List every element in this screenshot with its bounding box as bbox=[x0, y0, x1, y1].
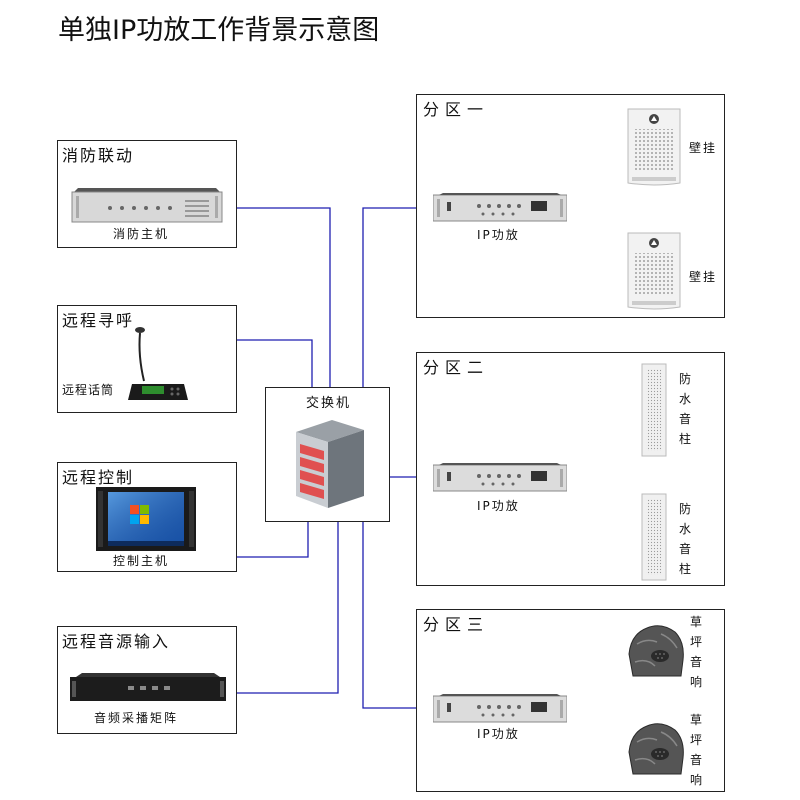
source-title: 远程控制 bbox=[62, 468, 135, 487]
wire-audio-to-switch bbox=[237, 522, 339, 694]
page-title: 单独IP功放工作背景示意图 bbox=[58, 15, 380, 46]
source-fire-linkage: 消防联动 消防主机 bbox=[57, 140, 237, 248]
source-caption: 消防主机 bbox=[113, 227, 170, 241]
source-remote-audio-input: 远程音源输入 音频采播矩阵 bbox=[57, 626, 237, 734]
source-title: 远程音源输入 bbox=[62, 632, 171, 651]
wire-paging-to-switch bbox=[237, 339, 313, 387]
speaker-label: 防水音柱 bbox=[678, 502, 691, 576]
source-caption: 控制主机 bbox=[113, 554, 170, 568]
amp-label: IP功放 bbox=[477, 228, 520, 242]
ip-amplifier-icon bbox=[433, 463, 567, 492]
column-speaker-icon bbox=[641, 363, 667, 457]
speaker-label: 草坪音响 bbox=[689, 615, 702, 689]
amp-label: IP功放 bbox=[477, 727, 520, 741]
paging-microphone-icon bbox=[128, 327, 188, 400]
lawn-speaker-icon bbox=[628, 625, 684, 677]
wall-speaker-icon bbox=[627, 232, 681, 310]
switch-label: 交换机 bbox=[306, 396, 352, 411]
wire-fire-to-switch bbox=[237, 207, 331, 387]
wire-control-to-switch bbox=[237, 522, 309, 558]
zone-title: 分区三 bbox=[423, 615, 490, 634]
speaker-label: 壁挂 bbox=[689, 141, 718, 155]
speaker-label: 防水音柱 bbox=[678, 372, 691, 446]
audio-matrix-device-icon bbox=[70, 673, 226, 701]
zone-3-panel: 分区三 IP功放 草坪音响 草坪音响 bbox=[416, 609, 725, 792]
ip-amplifier-icon bbox=[433, 193, 567, 222]
amp-label: IP功放 bbox=[477, 499, 520, 513]
source-title: 远程寻呼 bbox=[62, 311, 135, 330]
source-caption: 远程话筒 bbox=[62, 383, 115, 397]
lawn-speaker-icon bbox=[628, 723, 684, 775]
speaker-label: 壁挂 bbox=[689, 270, 718, 284]
source-title: 消防联动 bbox=[62, 146, 135, 165]
zone-title: 分区二 bbox=[423, 358, 490, 377]
zone-1-panel: 分区一 IP功放 壁挂 壁挂 bbox=[416, 94, 725, 318]
source-remote-paging: 远程寻呼 远程话筒 bbox=[57, 305, 237, 413]
control-host-monitor-icon bbox=[96, 487, 196, 551]
source-caption: 音频采播矩阵 bbox=[94, 711, 179, 725]
wall-speaker-icon bbox=[627, 108, 681, 186]
zone-title: 分区一 bbox=[423, 100, 490, 119]
switch-cabinet-icon bbox=[296, 420, 364, 508]
source-remote-control: 远程控制 控制主机 bbox=[57, 462, 237, 572]
speaker-label: 草坪音响 bbox=[689, 713, 702, 787]
network-switch-box: 交换机 bbox=[265, 387, 390, 522]
ip-amplifier-icon bbox=[433, 694, 567, 723]
fire-host-device-icon bbox=[71, 188, 223, 223]
zone-2-panel: 分区二 IP功放 防水音柱 防水音柱 bbox=[416, 352, 725, 586]
column-speaker-icon bbox=[641, 493, 667, 581]
